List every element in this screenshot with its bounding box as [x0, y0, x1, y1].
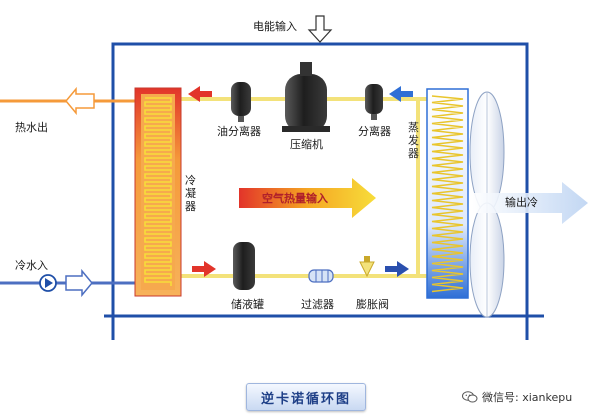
fan-blades [469, 91, 505, 318]
evaporator-coil [426, 88, 469, 299]
flow-arrow-blue-bottom [385, 261, 409, 277]
air-heat-input-label: 空气热量输入 [262, 192, 328, 205]
hot-water-out-pipe [0, 86, 135, 116]
receiver-label: 储液罐 [231, 298, 264, 311]
receiver-tank [233, 242, 255, 290]
power-input-label: 电能输入 [253, 20, 297, 33]
wechat-icon [462, 391, 478, 403]
cold-water-in-pipe [0, 268, 135, 298]
air-heat-input-arrow [239, 178, 376, 218]
output-cold-arrow [472, 182, 588, 224]
oil-separator [231, 82, 251, 122]
evaporator-label: 蒸发器 [408, 121, 419, 160]
condenser-coil [134, 87, 182, 297]
watermark-text: 微信号: xiankepu [482, 391, 573, 404]
separator [365, 84, 383, 120]
diagram-title: 逆卡诺循环图 [260, 391, 351, 407]
hot-water-out-label: 热水出 [15, 121, 48, 134]
cold-water-in-label: 冷水入 [15, 259, 48, 272]
flow-arrow-blue-top [389, 86, 413, 102]
oil-separator-label: 油分离器 [217, 125, 261, 138]
filter [308, 269, 334, 283]
flow-arrow-red-top [188, 86, 212, 102]
title-banner: 逆卡诺循环图 [246, 383, 366, 411]
compressor-label: 压缩机 [290, 138, 323, 151]
separator-label: 分离器 [358, 125, 391, 138]
flow-arrow-red-bottom [192, 261, 216, 277]
condenser-label: 冷凝器 [185, 174, 196, 213]
compressor [282, 62, 330, 132]
expansion-valve [359, 256, 375, 278]
unit-frame [104, 42, 544, 340]
filter-label: 过滤器 [301, 298, 334, 311]
output-cold-label: 输出冷 [505, 196, 538, 209]
watermark: 微信号: xiankepu [462, 389, 572, 405]
expansion-valve-label: 膨胀阀 [356, 298, 389, 311]
power-input-arrow [307, 15, 333, 43]
